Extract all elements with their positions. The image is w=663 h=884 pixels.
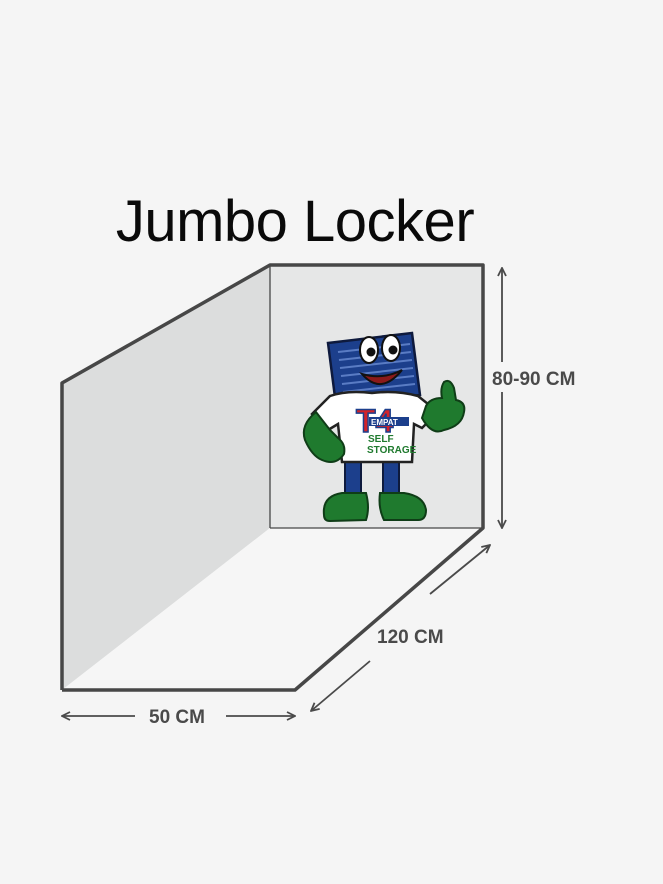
diagram-title: Jumbo Locker	[115, 189, 475, 254]
logo-line-2: SELF	[368, 434, 394, 445]
mascot-left-shoe	[322, 492, 369, 523]
mascot-right-shoe	[378, 492, 428, 521]
floor	[62, 528, 483, 690]
left-wall	[62, 265, 270, 690]
height-label: 80-90 CM	[492, 369, 575, 390]
logo-line-1: EMPAT	[371, 418, 398, 427]
height-dimension: 80-90 CM	[488, 268, 600, 528]
mascot-head	[326, 331, 422, 407]
width-label: 50 CM	[149, 707, 205, 728]
depth-label: 120 CM	[377, 627, 444, 648]
logo-line-3: STORAGE	[367, 445, 417, 456]
depth-dimension: 120 CM	[311, 545, 490, 711]
depth-arrow	[429, 545, 490, 595]
mascot-thumbs-up-hand	[420, 379, 466, 433]
depth-arrow	[311, 660, 371, 711]
mascot-logo: T4 EMPAT SELF STORAGE	[355, 402, 417, 456]
mascot-mouth	[359, 369, 403, 385]
mascot-illustration: T4 EMPAT SELF STORAGE	[302, 331, 466, 523]
width-dimension: 50 CM	[62, 707, 295, 728]
mascot-left-hand	[302, 410, 346, 463]
outer-edge	[60, 263, 485, 692]
